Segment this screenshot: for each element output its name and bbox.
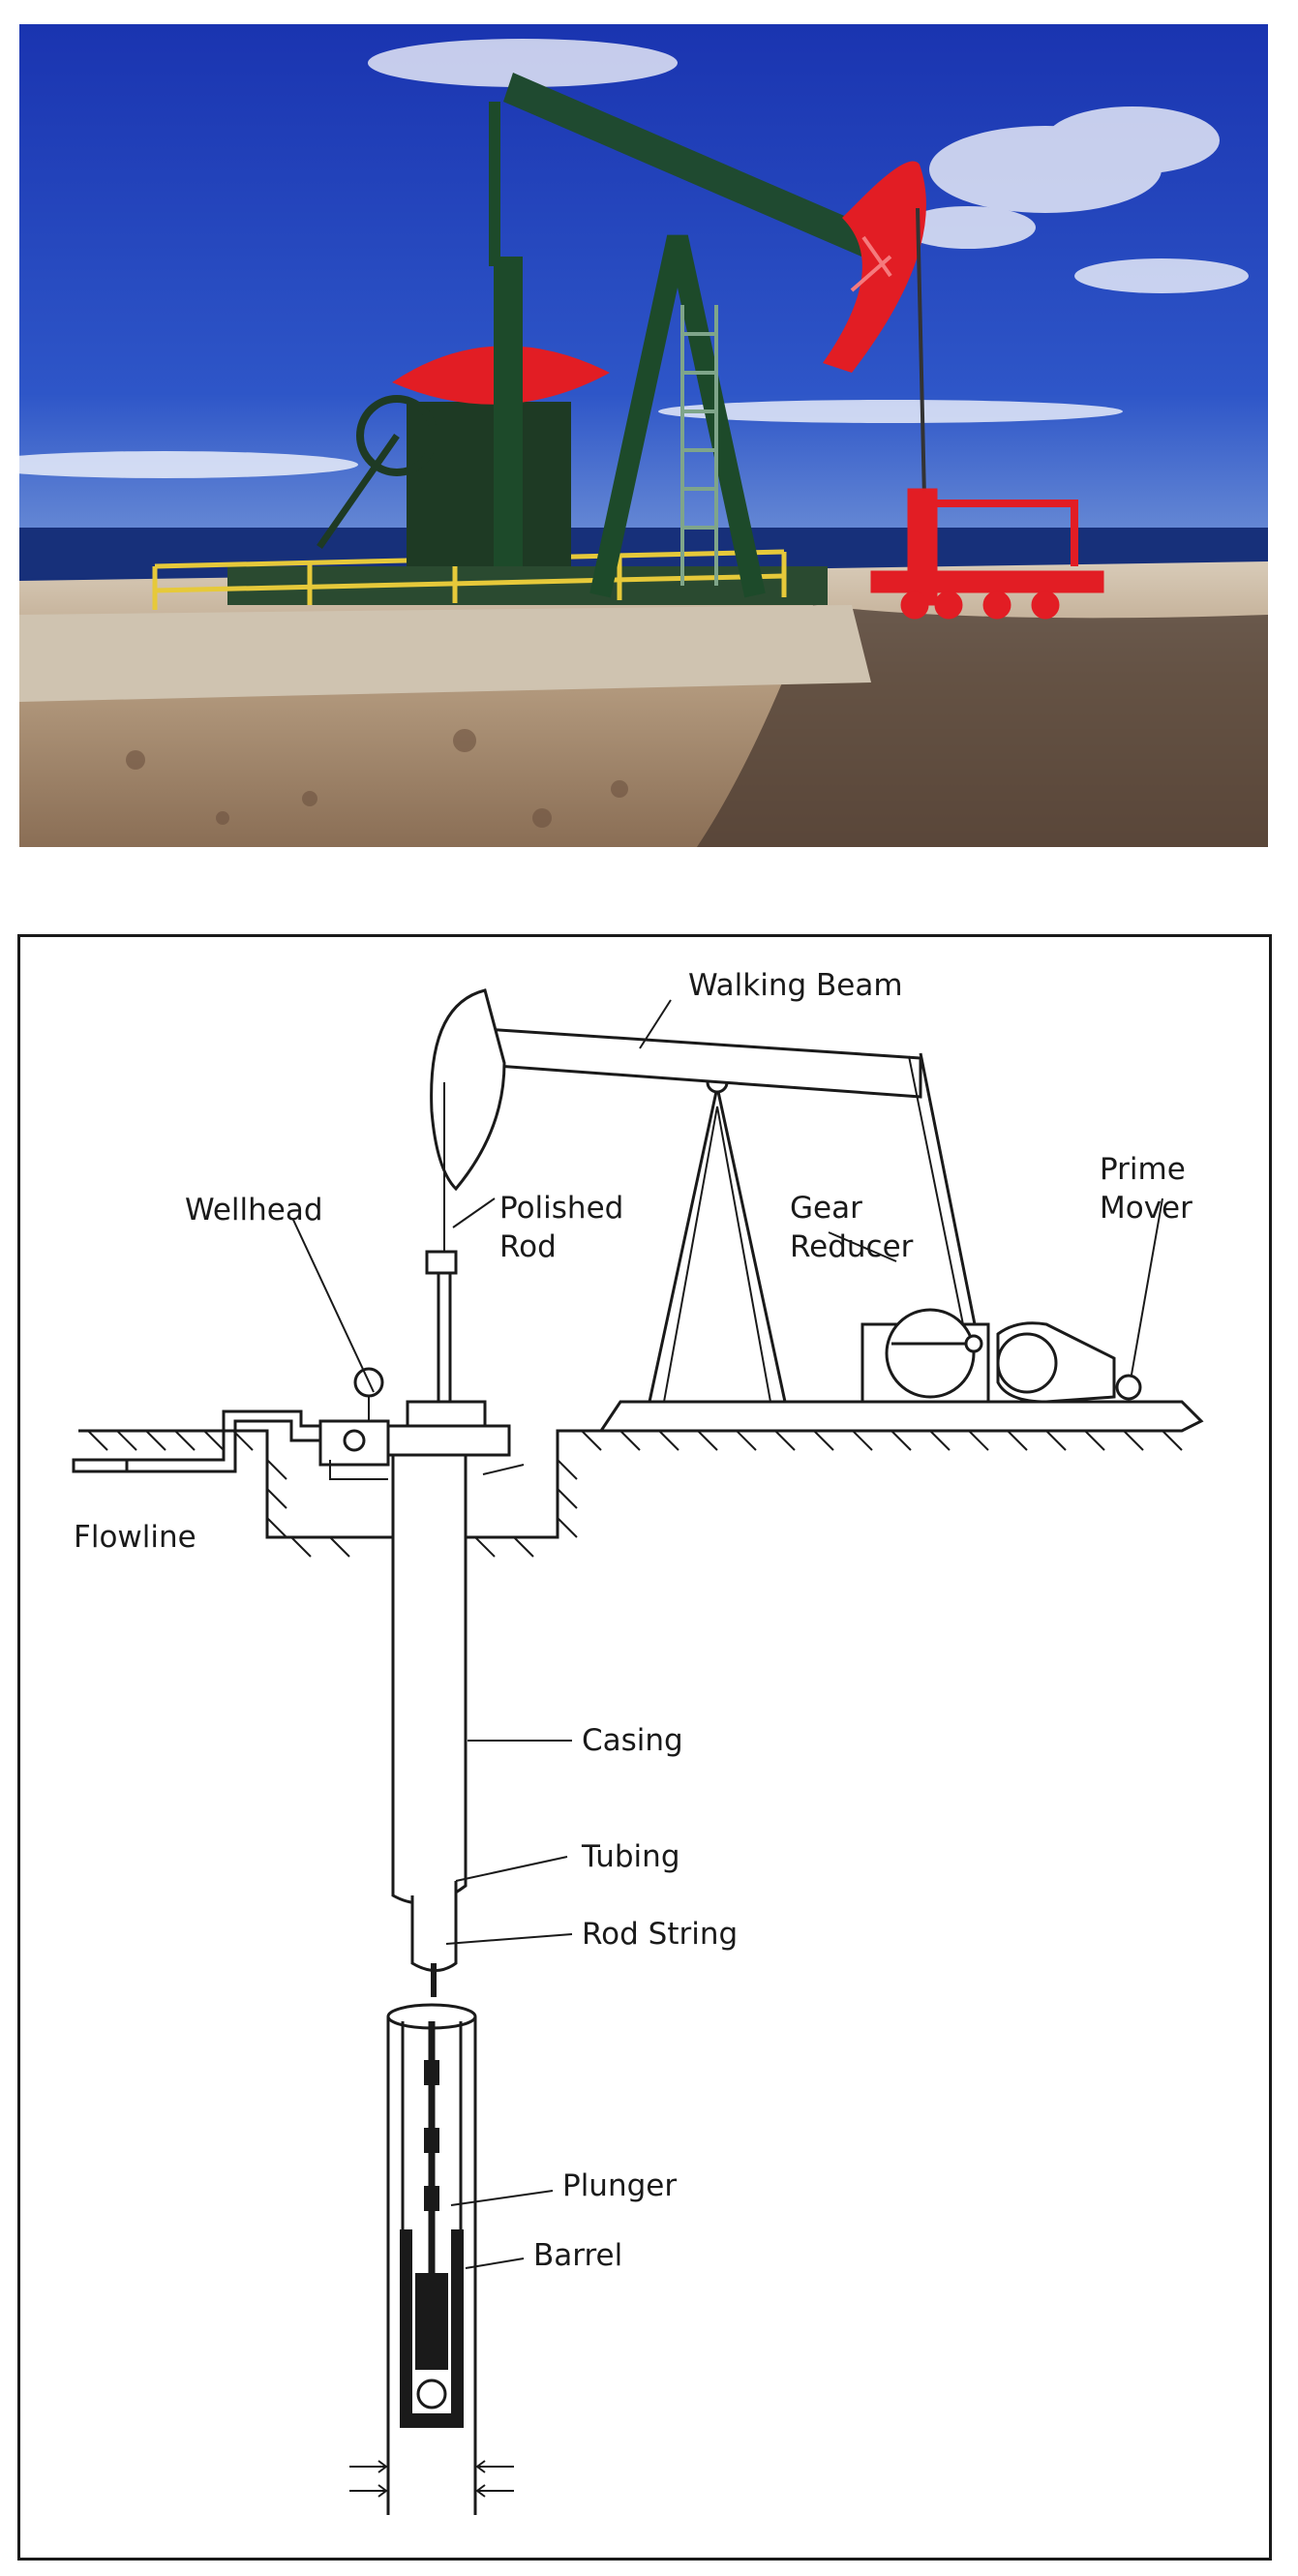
crank-pin (964, 1334, 983, 1353)
samson-post (589, 234, 766, 598)
wellhead-piping (870, 488, 1104, 620)
bridle-cable (916, 207, 926, 500)
pitman-arm (317, 434, 400, 549)
ladder (680, 305, 718, 586)
plunger (415, 2273, 448, 2370)
label-prime-mover-line1: Prime (1100, 1152, 1186, 1187)
samson-post (648, 1086, 787, 1403)
ground-surface (78, 1429, 1183, 1558)
label-wellhead: Wellhead (185, 1193, 323, 1227)
label-tubing: Tubing (581, 1839, 680, 1874)
schematic-drawing: Walking Beam Gear Reducer Prime Mover We… (72, 968, 1204, 2515)
crank (885, 1308, 976, 1399)
pitman-upright (494, 257, 523, 566)
horse-head (823, 161, 926, 373)
label-plunger: Plunger (562, 2168, 677, 2203)
pumpjack-photo (0, 24, 1268, 847)
label-casing: Casing (582, 1723, 683, 1758)
label-barrel: Barrel (533, 2238, 622, 2273)
downhole-pump (349, 2003, 514, 2515)
beam-hanger (489, 102, 500, 266)
sheave (996, 1332, 1058, 1394)
carrier-bar (425, 1250, 458, 1275)
standing-valve (416, 2379, 447, 2409)
tubing (410, 1881, 458, 1972)
samson-post-inner (663, 1106, 771, 1403)
motor-pulley (1115, 1374, 1142, 1401)
polished-rod (437, 1271, 452, 1410)
rod-string (431, 1963, 437, 1997)
leader-lines (292, 999, 1163, 2269)
label-prime-mover-line2: Mover (1100, 1191, 1192, 1226)
pitman-arm (919, 1052, 981, 1345)
flowline-pipe (72, 1409, 388, 1480)
pumpjack-photo-illustration (0, 24, 1268, 847)
pump-base (598, 1400, 1204, 1433)
horse-head (430, 988, 506, 1192)
label-gear-reducer-line2: Reducer (790, 1229, 914, 1264)
pumpjack-schematic: Walking Beam Gear Reducer Prime Mover We… (17, 934, 1272, 2561)
label-walking-beam: Walking Beam (688, 968, 903, 1003)
label-gear-reducer-line1: Gear (790, 1191, 862, 1226)
concrete-pad (19, 605, 871, 702)
gravel (126, 729, 628, 828)
label-rod-string: Rod String (582, 1917, 738, 1952)
walking-beam (481, 1027, 922, 1099)
casing (391, 1453, 468, 1905)
crank-wheel (356, 395, 438, 476)
clouds (0, 39, 1249, 478)
wellhead (318, 1367, 511, 1467)
label-flowline: Flowline (74, 1520, 196, 1555)
walking-beam (503, 73, 871, 257)
label-polished-rod-line2: Rod (499, 1229, 557, 1264)
horse-head-bracing (850, 235, 892, 292)
label-polished-rod-line1: Polished (499, 1191, 623, 1226)
